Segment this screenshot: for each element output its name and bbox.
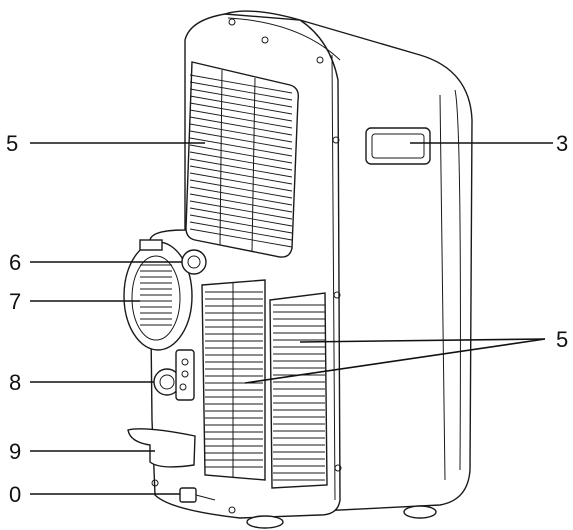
callout-drain-port: 8 <box>9 370 21 395</box>
grille-slat <box>189 221 293 241</box>
grille-slat <box>189 186 293 206</box>
side-handle <box>365 127 431 165</box>
callout-exhaust-port: 7 <box>9 289 21 314</box>
callout-grille-lower: 5 <box>556 327 568 352</box>
grille-slat <box>189 102 293 122</box>
grille-slat <box>189 165 293 185</box>
grille-slat <box>189 172 293 192</box>
power-cord <box>179 487 216 503</box>
lower-grille-right <box>269 292 328 489</box>
plate <box>127 428 196 468</box>
small-panel <box>175 349 195 401</box>
grille-slat <box>189 228 293 248</box>
caster-feet <box>246 505 437 529</box>
grille-slat <box>189 88 293 108</box>
callout-plate: 9 <box>9 439 21 464</box>
callout-grille-upper: 5 <box>6 131 18 156</box>
grille-slat <box>189 207 293 227</box>
screws <box>151 18 342 514</box>
grille-slat <box>189 137 293 157</box>
top-outlet <box>181 249 207 275</box>
grille-slat <box>189 144 293 164</box>
callout-cord: 0 <box>9 482 21 507</box>
callout-handle: 3 <box>556 131 568 156</box>
upper-grille <box>185 61 300 258</box>
grille-slat <box>189 130 293 150</box>
grille-slat <box>189 95 293 115</box>
grille-slat <box>189 116 293 136</box>
grille-slat <box>189 214 293 234</box>
grille-slat <box>189 81 293 101</box>
grille-slat <box>189 151 293 171</box>
grille-slat <box>189 74 293 94</box>
exhaust-port <box>123 239 193 351</box>
grille-slat <box>189 200 293 220</box>
grille-slat <box>189 193 293 213</box>
grille-slat <box>189 179 293 199</box>
grille-slat <box>189 158 293 178</box>
callout-outlet: 6 <box>9 250 21 275</box>
leader-lines <box>30 142 553 495</box>
lower-grille-left <box>201 279 266 481</box>
grille-slat <box>189 123 293 143</box>
grille-slat <box>189 109 293 129</box>
